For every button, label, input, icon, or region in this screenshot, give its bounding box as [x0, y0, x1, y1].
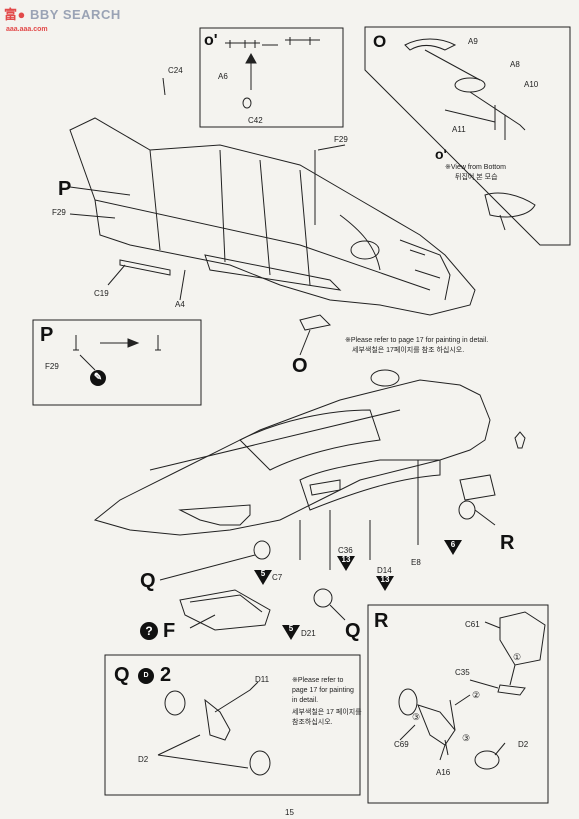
part-label-d2: D2: [138, 755, 149, 764]
part-label-c42: C42: [248, 116, 263, 125]
watermark-char: 富: [4, 7, 18, 22]
step-label-o-box: O: [373, 32, 387, 51]
part-label-c24: C24: [168, 66, 183, 75]
step-number-6: 6: [450, 540, 456, 549]
part-label-a8: A8: [510, 60, 520, 69]
step-label-p: P: [58, 178, 72, 200]
watermark-url: aaa.aaa.com: [6, 26, 48, 33]
step-number-13b: 13: [380, 575, 390, 584]
part-label-c19: C19: [94, 289, 109, 298]
step-triangle-5b: [282, 625, 300, 640]
glue-icon: ✎: [90, 370, 106, 386]
part-label-f29-upper: F29: [334, 135, 348, 144]
step-number-13a: 13: [341, 555, 351, 564]
part-label-c69: C69: [394, 740, 409, 749]
step-circled-3a: ③: [412, 712, 421, 722]
part-label-d11: D11: [255, 675, 270, 684]
part-label-f29: F29: [52, 208, 66, 217]
step-label-r-box: R: [374, 610, 389, 632]
question-mark-icon: ?: [140, 622, 158, 640]
paint-note2-en-1: ※Please refer to: [292, 677, 344, 684]
part-label-a9: A9: [468, 37, 478, 46]
step-triangle-13a: [337, 556, 355, 571]
step-label-r: R: [500, 532, 515, 554]
part-label-c7: C7: [272, 573, 283, 582]
paint-note-en: ※Please refer to page 17 for painting in…: [345, 337, 489, 344]
step-label-o-prime: o': [204, 32, 218, 49]
step-label-q-lower: Q: [140, 570, 156, 592]
paint-note-kr: 세부색칠은 17페이지를 참조 하십시오.: [352, 347, 465, 354]
step-count-q: 2: [160, 664, 172, 686]
part-label-a10: A10: [524, 80, 539, 89]
note-view-bottom-kr: 뒤집어 본 모습: [455, 174, 498, 181]
step-label-q-box: Q: [114, 664, 130, 686]
step-label-o: O: [292, 355, 308, 377]
part-label-f29-box: F29: [45, 362, 59, 371]
watermark: 富● BBY SEARCH: [4, 4, 121, 23]
part-label-a4: A4: [175, 300, 185, 309]
note-view-bottom-en: ※View from Bottom: [445, 164, 506, 171]
part-label-f: F: [163, 620, 176, 642]
step-triangle-13b: [376, 576, 394, 591]
part-label-c61: C61: [465, 620, 480, 629]
step-label-p-box: P: [40, 324, 54, 346]
paint-note2-kr-1: 세부색칠은 17 페이지를: [292, 709, 362, 716]
step-number-5b: 5: [288, 624, 294, 633]
part-label-a6: A6: [218, 72, 228, 81]
step-circled-1: ①: [513, 652, 522, 662]
part-label-c36: C36: [338, 546, 353, 555]
part-label-c35: C35: [455, 668, 470, 677]
step-label-q-mid: Q: [345, 620, 361, 642]
watermark-dot: ●: [17, 7, 26, 22]
repeat-icon: D: [138, 668, 154, 684]
page-number: 15: [285, 808, 294, 817]
paint-note2-en-2: page 17 for painting: [292, 687, 354, 694]
paint-note2-kr-2: 참조하십시오.: [292, 719, 333, 726]
part-label-d14: D14: [377, 566, 392, 575]
step-circled-2: ②: [472, 690, 481, 700]
step-triangle-6: [444, 540, 462, 555]
step-circled-3b: ③: [462, 733, 471, 743]
watermark-text: BBY SEARCH: [30, 7, 121, 22]
part-label-d21: D21: [301, 629, 316, 638]
part-label-a11: A11: [452, 125, 466, 134]
step-label-o-prime-2: o': [435, 146, 447, 162]
part-label-a16: A16: [436, 768, 451, 777]
part-label-e8: E8: [411, 558, 421, 567]
part-label-d2-r: D2: [518, 740, 529, 749]
paint-note2-en-3: in detail.: [292, 697, 319, 704]
step-triangle-5a: [254, 570, 272, 585]
step-number-5a: 5: [260, 569, 266, 578]
